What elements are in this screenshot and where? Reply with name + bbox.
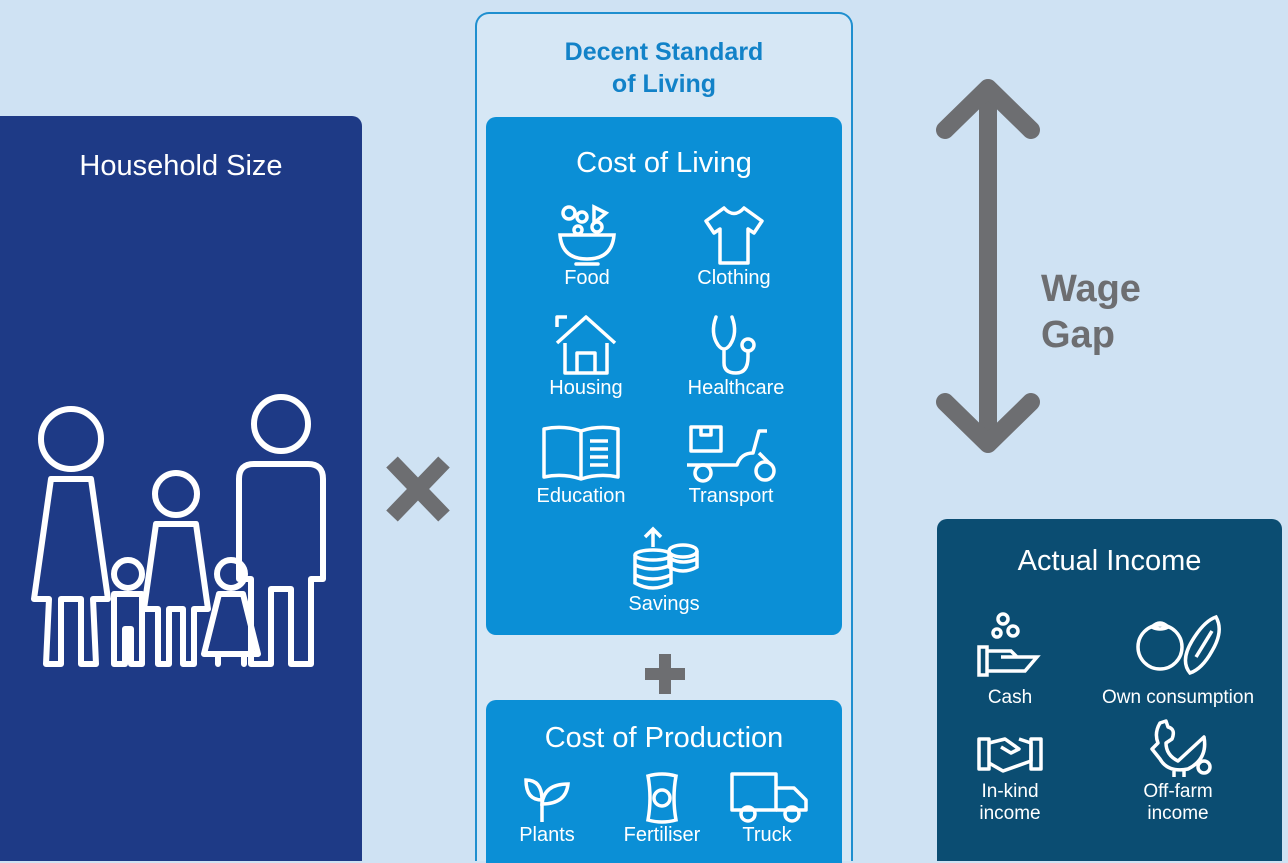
healthcare-label: Healthcare bbox=[687, 377, 785, 399]
food-bowl-icon bbox=[558, 204, 616, 266]
healthcare-item: Healthcare bbox=[676, 313, 796, 400]
cost-of-production-box: Cost of Production Plants Fertiliser Tru… bbox=[486, 700, 842, 863]
transport-label: Transport bbox=[688, 485, 774, 507]
off-farm-item: Off-farm income bbox=[1123, 719, 1233, 825]
actual-income-panel: Actual Income Cash Own consumption In-ki… bbox=[937, 519, 1282, 861]
house-icon bbox=[555, 315, 617, 375]
education-item: Education bbox=[526, 423, 636, 508]
hand-coins-icon bbox=[977, 612, 1041, 677]
heading-line-2: of Living bbox=[611, 70, 717, 98]
coins-icon bbox=[633, 526, 699, 590]
fertiliser-item: Fertiliser bbox=[612, 770, 712, 847]
off-farm-label-line-1: Off-farm bbox=[1143, 781, 1213, 802]
in-kind-label-line-1: In-kind bbox=[981, 781, 1039, 802]
plants-label: Plants bbox=[519, 824, 575, 846]
wage-gap-line-1: Wage bbox=[1041, 268, 1141, 310]
off-farm-label-line-2: income bbox=[1147, 803, 1209, 824]
cost-of-production-title: Cost of Production bbox=[544, 722, 784, 754]
own-consumption-label: Own consumption bbox=[1101, 687, 1255, 708]
stethoscope-icon bbox=[711, 315, 756, 375]
wage-gap-line-2: Gap bbox=[1041, 314, 1115, 356]
truck-label: Truck bbox=[742, 824, 792, 846]
cash-label: Cash bbox=[987, 687, 1033, 708]
clothing-label: Clothing bbox=[697, 267, 771, 289]
savings-item: Savings bbox=[614, 525, 714, 616]
sprout-icon bbox=[524, 778, 570, 822]
clothing-item: Clothing bbox=[684, 203, 784, 290]
fertiliser-bag-icon bbox=[645, 772, 679, 824]
tshirt-icon bbox=[704, 206, 764, 265]
plants-item: Plants bbox=[512, 770, 582, 847]
fertiliser-label: Fertiliser bbox=[623, 824, 701, 846]
food-label: Food bbox=[564, 267, 610, 289]
housing-item: Housing bbox=[536, 313, 636, 400]
scooter-icon bbox=[687, 425, 776, 483]
household-size-title: Household Size bbox=[79, 150, 283, 182]
savings-label: Savings bbox=[628, 593, 700, 615]
family-icon bbox=[31, 394, 326, 667]
double-arrow-icon bbox=[936, 79, 1040, 453]
book-icon bbox=[542, 425, 620, 481]
chicken-icon bbox=[1150, 719, 1212, 777]
handshake-icon bbox=[977, 737, 1043, 773]
decent-standard-heading: Decent Standard of Living bbox=[477, 36, 851, 100]
plus-icon bbox=[645, 654, 685, 694]
cash-item: Cash bbox=[975, 611, 1045, 709]
transport-item: Transport bbox=[666, 423, 796, 508]
truck-item: Truck bbox=[722, 770, 812, 847]
cost-of-living-title: Cost of Living bbox=[576, 147, 752, 179]
vegetables-icon bbox=[1136, 614, 1221, 676]
multiply-icon bbox=[386, 456, 450, 522]
actual-income-title: Actual Income bbox=[1017, 545, 1202, 577]
in-kind-item: In-kind income bbox=[967, 731, 1053, 825]
truck-icon bbox=[730, 772, 808, 823]
wage-gap-label: Wage Gap bbox=[1041, 266, 1141, 358]
in-kind-label-line-2: income bbox=[979, 803, 1041, 824]
decent-standard-panel: Decent Standard of Living Cost of Living… bbox=[475, 12, 853, 863]
household-size-panel: Household Size bbox=[0, 116, 362, 861]
housing-label: Housing bbox=[549, 377, 623, 399]
cost-of-living-box: Cost of Living Food Clothing Housing bbox=[486, 117, 842, 635]
food-item: Food bbox=[552, 203, 622, 290]
own-consumption-item: Own consumption bbox=[1083, 611, 1273, 709]
heading-line-1: Decent Standard bbox=[564, 38, 764, 66]
education-label: Education bbox=[536, 485, 626, 507]
